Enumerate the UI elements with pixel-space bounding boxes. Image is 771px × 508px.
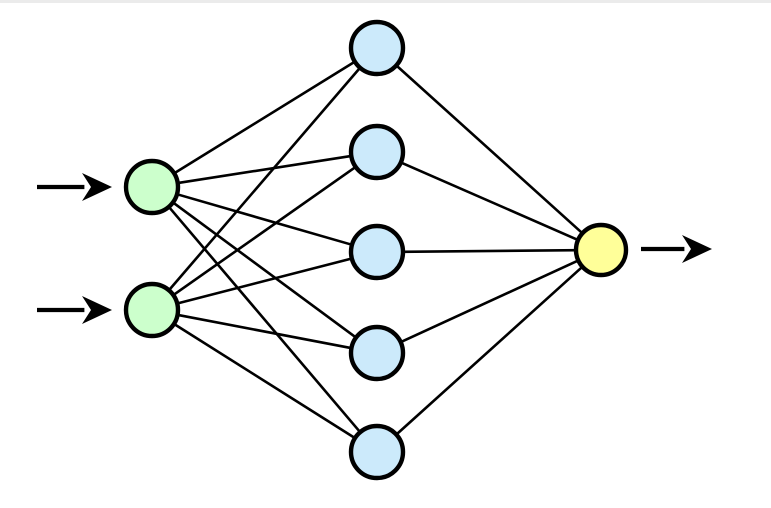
edge-i1-h5	[167, 205, 362, 434]
edge-h2-o1	[399, 160, 580, 242]
edge-i1-h2	[176, 154, 353, 185]
edge-i1-h4	[171, 200, 358, 340]
nodes-group	[123, 19, 629, 481]
edge-i1-h1	[172, 60, 357, 175]
node-h1[interactable]	[348, 19, 406, 77]
edge-h3-o1	[401, 248, 578, 254]
node-o1[interactable]	[573, 222, 629, 278]
edge-i2-h3	[175, 256, 354, 306]
input-arrow-2	[37, 296, 112, 324]
node-circle-h1[interactable]	[348, 19, 406, 77]
edge-i1-h3	[175, 192, 354, 247]
node-h2[interactable]	[348, 123, 406, 181]
node-circle-h4[interactable]	[348, 324, 406, 382]
node-i2[interactable]	[123, 281, 181, 339]
node-h3[interactable]	[348, 223, 406, 281]
node-circle-i1[interactable]	[123, 158, 181, 216]
node-i1[interactable]	[123, 158, 181, 216]
edge-h5-o1	[394, 265, 585, 437]
edge-i2-h1	[167, 66, 362, 292]
input-arrow-1-head	[82, 173, 112, 201]
edge-i2-h5	[172, 322, 357, 440]
arrows-group	[37, 173, 712, 324]
node-circle-h2[interactable]	[348, 123, 406, 181]
top-edge-strip	[0, 0, 771, 3]
edges-group	[167, 60, 585, 440]
node-h5[interactable]	[348, 423, 406, 481]
input-arrow-1	[37, 173, 112, 201]
input-arrow-2-head	[82, 296, 112, 324]
node-h4[interactable]	[348, 324, 406, 382]
edge-i2-h2	[171, 165, 358, 297]
node-circle-h3[interactable]	[348, 223, 406, 281]
output-arrow-1-head	[682, 235, 712, 263]
output-arrow-1	[641, 235, 712, 263]
edge-h4-o1	[399, 258, 580, 344]
node-circle-o1[interactable]	[573, 222, 629, 278]
node-circle-i2[interactable]	[123, 281, 181, 339]
edge-i2-h4	[176, 313, 353, 350]
edge-h1-o1	[394, 63, 585, 235]
node-circle-h5[interactable]	[348, 423, 406, 481]
